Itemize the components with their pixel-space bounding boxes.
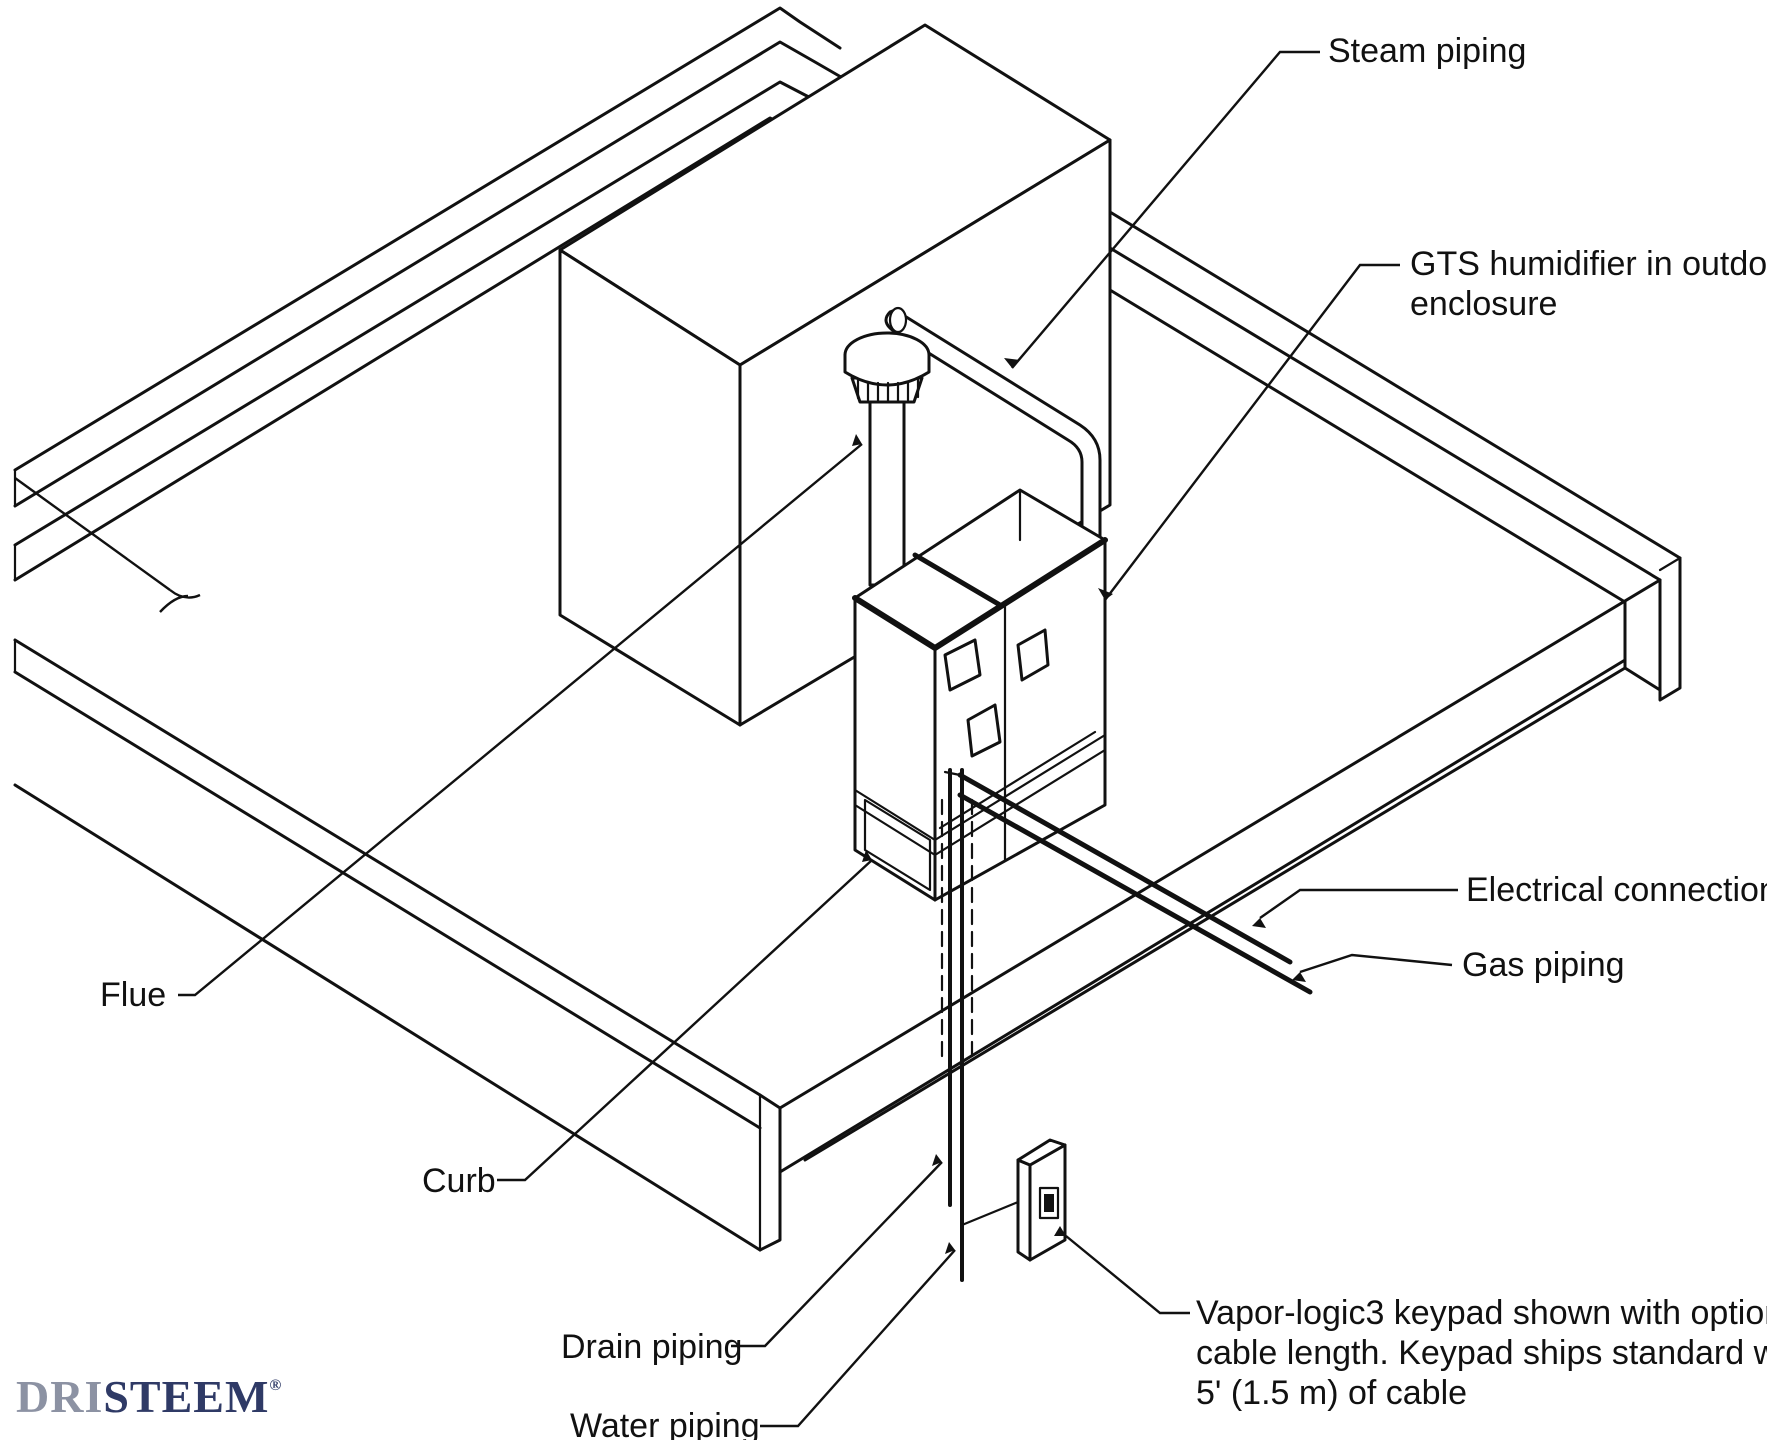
label-gas-piping: Gas piping [1462,946,1625,984]
gas-and-electrical-lines [943,770,1313,995]
label-steam-piping: Steam piping [1328,32,1526,70]
label-keypad-line1: Vapor-logic3 keypad shown with optional [1196,1294,1767,1332]
label-drain-piping: Drain piping [561,1328,742,1366]
label-water-piping: Water piping [570,1407,760,1440]
rooftop-unit-box [558,23,1112,727]
leader-lines [14,50,1458,1428]
drain-and-water-pipes [940,768,974,1282]
label-keypad-line2: cable length. Keypad ships standard with [1196,1334,1767,1372]
steam-pipe [884,306,1102,542]
logo-registered-mark: ® [269,1377,282,1394]
logo-part-steem: STEEM [103,1371,269,1422]
keypad-device [960,1138,1067,1262]
label-keypad-line3: 5' (1.5 m) of cable [1196,1374,1467,1412]
flue [843,331,931,587]
logo-part-dri: DRI [16,1371,103,1422]
dristeem-logo: DRISTEEM® [16,1371,282,1422]
logo-text: DRISTEEM® [16,1371,282,1422]
humidifier-enclosure [852,488,1108,902]
label-electrical-connections: Electrical connections [1466,871,1767,909]
label-humidifier-line2: enclosure [1410,285,1557,323]
label-humidifier-line1: GTS humidifier in outdoor [1410,245,1767,283]
label-curb: Curb [422,1162,496,1200]
label-flue: Flue [100,976,166,1014]
roof-curb [13,6,1682,1252]
